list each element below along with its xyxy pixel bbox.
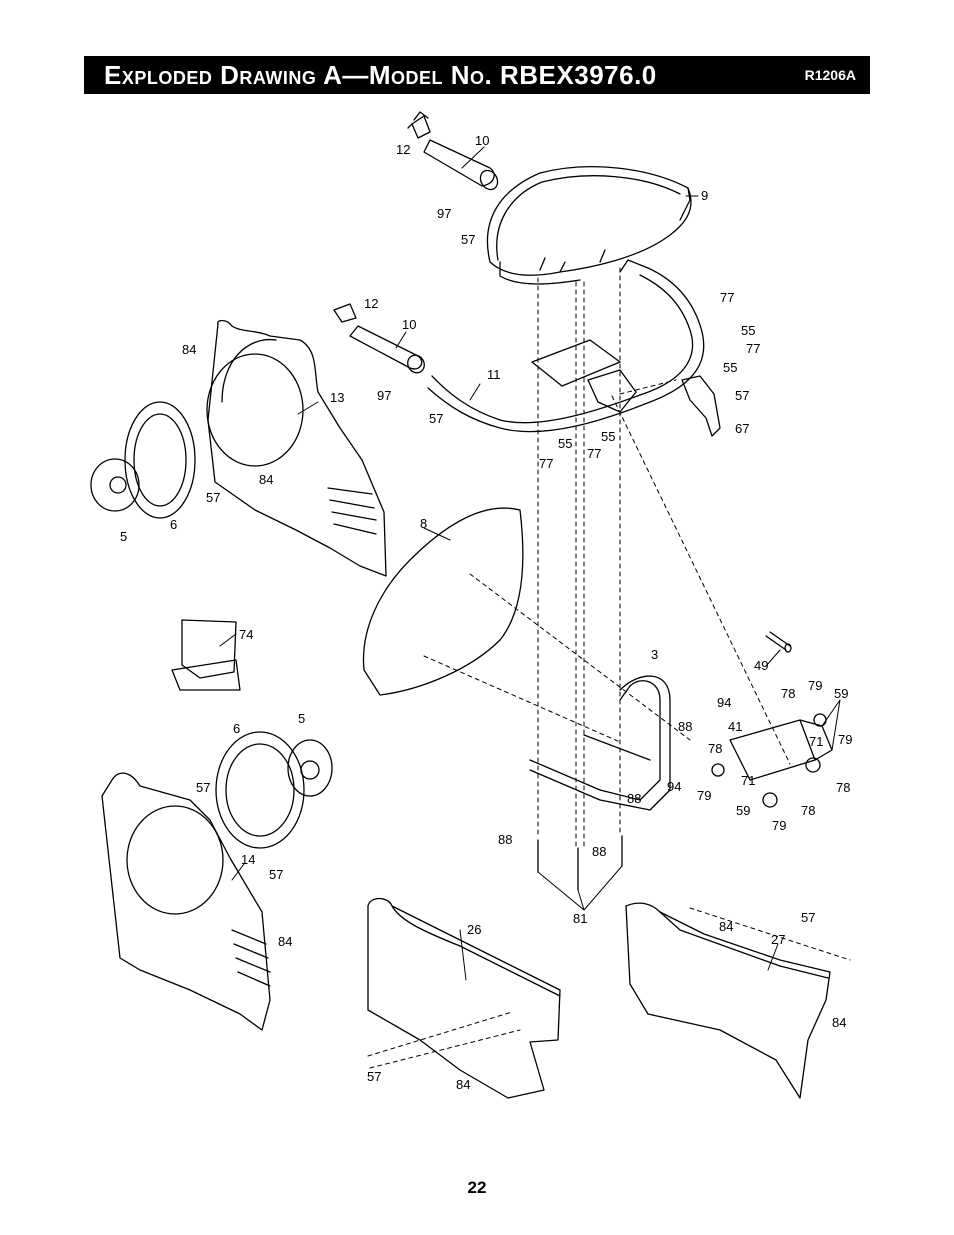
revision-code: R1206A xyxy=(804,67,856,83)
callout-88b: 88 xyxy=(627,791,641,806)
callout-88a: 88 xyxy=(678,719,692,734)
leader-lines xyxy=(219,146,841,981)
callout-77c: 77 xyxy=(539,456,553,471)
left-shroud-13-part xyxy=(206,319,387,577)
seat-part xyxy=(486,166,692,285)
ring-6-lower-part xyxy=(215,731,305,849)
handlebar-part xyxy=(427,259,705,433)
callout-55b: 55 xyxy=(723,360,737,375)
callout-labels: 12 10 9 97 57 12 10 77 55 84 77 55 13 11… xyxy=(120,133,852,1092)
callout-79c: 79 xyxy=(697,788,711,803)
callout-81: 81 xyxy=(573,911,587,926)
callout-57f: 57 xyxy=(269,867,283,882)
callout-10a: 10 xyxy=(475,133,489,148)
callout-79d: 79 xyxy=(772,818,786,833)
callout-3: 3 xyxy=(651,647,658,662)
callout-9: 9 xyxy=(701,188,708,203)
callout-10b: 10 xyxy=(402,317,416,332)
callout-26: 26 xyxy=(467,922,481,937)
callout-12b: 12 xyxy=(364,296,378,311)
callout-57g: 57 xyxy=(801,910,815,925)
callout-84f: 84 xyxy=(456,1077,470,1092)
callout-97a: 97 xyxy=(437,206,451,221)
page-number: 22 xyxy=(467,1178,487,1197)
callout-14: 14 xyxy=(241,852,255,867)
callout-55d: 55 xyxy=(601,429,615,444)
callout-57h: 57 xyxy=(367,1069,381,1084)
callout-55a: 55 xyxy=(741,323,755,338)
callout-74: 74 xyxy=(239,627,253,642)
disk-5-upper-part xyxy=(90,458,140,512)
callout-8: 8 xyxy=(420,516,427,531)
upper-grip-part xyxy=(407,111,499,191)
callout-71a: 71 xyxy=(809,734,823,749)
callout-84a: 84 xyxy=(182,342,196,357)
callout-78a: 78 xyxy=(781,686,795,701)
middle-grip-part xyxy=(333,303,425,374)
page-title: Exploded Drawing A—Model No. RBEX3976.0 xyxy=(104,60,657,90)
callout-67: 67 xyxy=(735,421,749,436)
callout-77b: 77 xyxy=(746,341,760,356)
callout-57e: 57 xyxy=(196,780,210,795)
panel-26-part xyxy=(367,897,561,1099)
cover-8-part xyxy=(362,507,524,696)
ring-6-upper-part xyxy=(124,401,196,519)
callout-78d: 78 xyxy=(801,803,815,818)
callout-97b: 97 xyxy=(377,388,391,403)
disk-5-lower-part xyxy=(287,739,333,797)
callout-57b: 57 xyxy=(429,411,443,426)
callout-94a: 94 xyxy=(717,695,731,710)
callout-59a: 59 xyxy=(834,686,848,701)
assembly-guide-lines xyxy=(367,267,851,1069)
callout-78b: 78 xyxy=(708,741,722,756)
pin-49-part xyxy=(765,631,792,653)
callout-55c: 55 xyxy=(558,436,572,451)
callout-78c: 78 xyxy=(836,780,850,795)
left-shroud-14-part xyxy=(101,772,271,1031)
callout-6b: 6 xyxy=(233,721,240,736)
callout-84b: 84 xyxy=(259,472,273,487)
callout-84e: 84 xyxy=(832,1015,846,1030)
callout-41: 41 xyxy=(728,719,742,734)
frame-3-part xyxy=(529,675,671,811)
callout-79b: 79 xyxy=(838,732,852,747)
callout-6a: 6 xyxy=(170,517,177,532)
callout-11: 11 xyxy=(487,367,501,382)
callout-49: 49 xyxy=(754,658,768,673)
callout-84c: 84 xyxy=(278,934,292,949)
bolts-81-part xyxy=(537,835,623,891)
crank-assembly-41-part xyxy=(711,713,833,808)
callout-79a: 79 xyxy=(808,678,822,693)
callout-5a: 5 xyxy=(120,529,127,544)
callout-13: 13 xyxy=(330,390,344,405)
callout-57d: 57 xyxy=(206,490,220,505)
panel-27-part xyxy=(625,902,831,1099)
callout-71b: 71 xyxy=(741,773,755,788)
cup-74-part xyxy=(171,619,241,691)
callout-88d: 88 xyxy=(592,844,606,859)
header-bar: Exploded Drawing A—Model No. RBEX3976.0 … xyxy=(84,56,870,94)
callout-59b: 59 xyxy=(736,803,750,818)
callout-12a: 12 xyxy=(396,142,410,157)
callout-94b: 94 xyxy=(667,779,681,794)
callout-27: 27 xyxy=(771,932,785,947)
callout-77d: 77 xyxy=(587,446,601,461)
bracket-67-part xyxy=(681,375,721,437)
seat-bracket-part xyxy=(531,339,637,413)
callout-57c: 57 xyxy=(735,388,749,403)
callout-5b: 5 xyxy=(298,711,305,726)
callout-77a: 77 xyxy=(720,290,734,305)
callout-57a: 57 xyxy=(461,232,475,247)
callout-84d: 84 xyxy=(719,919,733,934)
callout-88c: 88 xyxy=(498,832,512,847)
